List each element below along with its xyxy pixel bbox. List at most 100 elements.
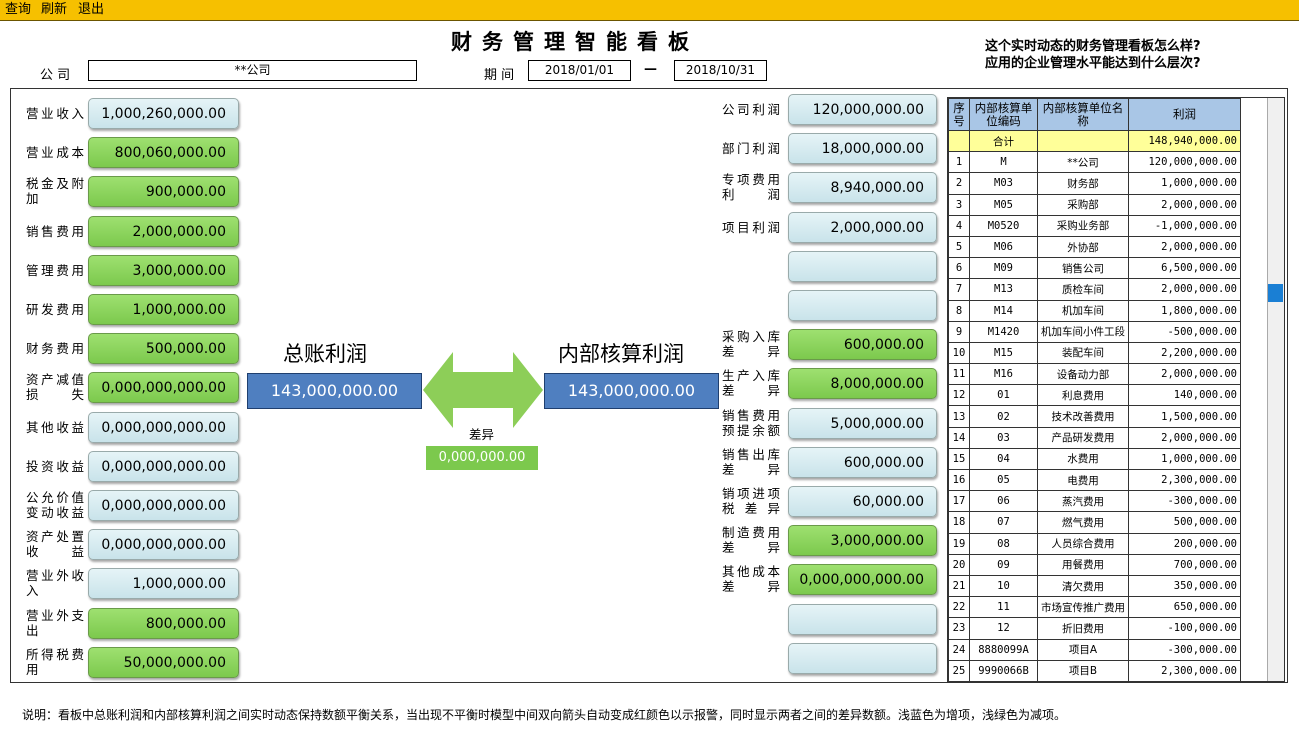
cell-name: 人员综合费用 xyxy=(1037,532,1129,555)
cell-no: 19 xyxy=(948,532,970,555)
cell-no: 18 xyxy=(948,511,970,534)
cell-name: 用餐费用 xyxy=(1037,553,1129,576)
menu-refresh[interactable]: 刷新 xyxy=(41,2,68,17)
cell-name: 采购业务部 xyxy=(1037,214,1129,237)
item-label: 营业成本 xyxy=(26,145,84,161)
item-label: 采购入库差异 xyxy=(722,329,780,360)
cell-no: 8 xyxy=(948,299,970,322)
cell-profit: 500,000.00 xyxy=(1128,511,1241,534)
period-label: 期 间 xyxy=(484,68,515,83)
cell-profit: -300,000.00 xyxy=(1128,638,1241,661)
cell-no: 20 xyxy=(948,553,970,576)
item-label: 资产处置收益 xyxy=(26,529,84,560)
cell-code: M16 xyxy=(969,363,1038,386)
cell-no: 11 xyxy=(948,363,970,386)
cell-profit: 1,000,000.00 xyxy=(1128,172,1241,195)
item-value-box: 0,000,000,000.00 xyxy=(88,450,239,482)
cell-no: 12 xyxy=(948,384,970,407)
cell-code: M13 xyxy=(969,278,1038,301)
item-label: 销售出库差异 xyxy=(722,446,780,477)
cell-no: 4 xyxy=(948,214,970,237)
cell-profit: -500,000.00 xyxy=(1128,320,1241,343)
cell-name: 机加车间小件工段 xyxy=(1037,320,1129,343)
period-end-field[interactable]: 2018/10/31 xyxy=(674,60,767,81)
cell-no: 10 xyxy=(948,341,970,365)
cell-name: 质检车间 xyxy=(1037,278,1129,301)
item-value-box: 0,000,000,000.00 xyxy=(88,411,239,443)
cell-name: 燃气费用 xyxy=(1037,511,1129,534)
menu-exit[interactable]: 退出 xyxy=(78,2,105,17)
item-label: 营业外支出 xyxy=(26,607,84,638)
cell-no: 15 xyxy=(948,447,970,471)
cell-no: 6 xyxy=(948,257,970,280)
item-value-box: 2,000,000.00 xyxy=(788,211,937,243)
cell-name: 外协部 xyxy=(1037,235,1129,259)
cell-no: 5 xyxy=(948,235,970,259)
item-label: 研发费用 xyxy=(26,302,84,317)
item-label: 营业外收入 xyxy=(26,568,84,599)
item-value-box: 120,000,000.00 xyxy=(788,94,937,125)
item-value-box: 18,000,000.00 xyxy=(788,133,937,165)
item-label: 项目利润 xyxy=(722,219,780,235)
cell-profit: 2,300,000.00 xyxy=(1128,468,1241,492)
cell-code: M05 xyxy=(969,193,1038,216)
cell-no: 2 xyxy=(948,172,970,195)
cell-no xyxy=(948,129,970,153)
table-scrollbar[interactable] xyxy=(1267,98,1284,681)
menu-query[interactable]: 查询 xyxy=(5,2,32,17)
item-value-box: 1,000,000.00 xyxy=(88,568,239,600)
company-label: 公 司 xyxy=(40,68,71,83)
company-field[interactable]: **公司 xyxy=(88,60,417,81)
cell-name: 蒸汽费用 xyxy=(1037,490,1129,513)
item-label: 财务费用 xyxy=(26,341,84,357)
cell-code: 09 xyxy=(969,553,1038,576)
item-label: 公司利润 xyxy=(722,102,780,117)
cell-code: 06 xyxy=(969,490,1038,513)
cell-code: 04 xyxy=(969,447,1038,471)
cell-name: 电费用 xyxy=(1037,468,1129,492)
period-start-field[interactable]: 2018/01/01 xyxy=(528,60,631,81)
item-value-box xyxy=(788,290,937,321)
col-header-no: 序号 xyxy=(948,98,970,131)
cell-name: 水费用 xyxy=(1037,447,1129,471)
cell-profit: 2,000,000.00 xyxy=(1128,235,1241,259)
cell-profit: 2,000,000.00 xyxy=(1128,278,1241,301)
dashboard-panel xyxy=(10,88,1288,683)
item-value-box: 0,000,000,000.00 xyxy=(788,564,937,596)
menu-bar: 查询 刷新 退出 xyxy=(0,0,1299,21)
item-value-box: 3,000,000.00 xyxy=(788,525,937,557)
item-value-box: 60,000.00 xyxy=(788,486,937,517)
cell-name: 装配车间 xyxy=(1037,341,1129,365)
item-value-box: 800,060,000.00 xyxy=(88,137,239,169)
item-value-box: 600,000.00 xyxy=(788,446,937,478)
item-value-box: 500,000.00 xyxy=(88,333,239,365)
cell-code: M14 xyxy=(969,299,1038,322)
table-scroll-thumb[interactable] xyxy=(1268,284,1283,302)
cell-no: 25 xyxy=(948,659,970,681)
cell-profit: -100,000.00 xyxy=(1128,617,1241,640)
item-value-box: 2,000,000.00 xyxy=(88,215,239,247)
item-label: 资产减值损失 xyxy=(26,372,84,403)
cell-name: 产品研发费用 xyxy=(1037,426,1129,449)
cell-profit: 1,800,000.00 xyxy=(1128,299,1241,322)
cell-code: M xyxy=(969,151,1038,174)
cell-name: 项目A xyxy=(1037,638,1129,661)
cell-code: M1420 xyxy=(969,320,1038,343)
cell-no: 1 xyxy=(948,151,970,174)
question-line-1: 这个实时动态的财务管理看板怎么样? xyxy=(985,39,1201,54)
cell-code: 10 xyxy=(969,574,1038,598)
